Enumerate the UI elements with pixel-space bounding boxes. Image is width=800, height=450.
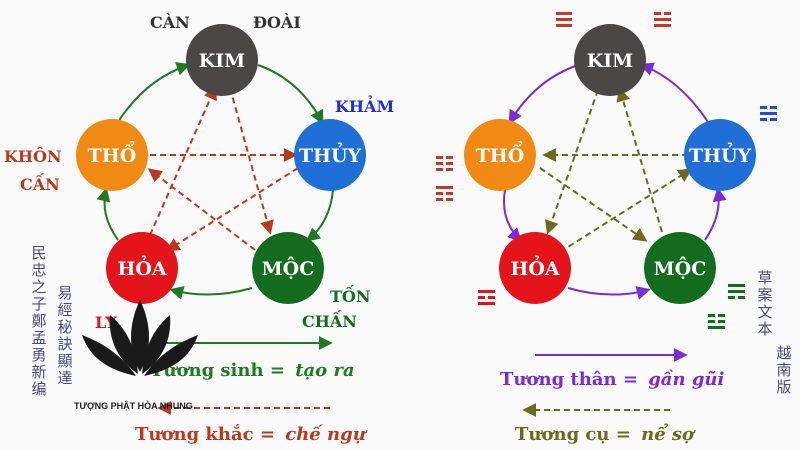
right-node-kim-circle xyxy=(574,24,646,96)
left-node-hoa-circle xyxy=(106,232,178,304)
trigram-icon-can xyxy=(436,186,453,201)
right-node-tho-circle xyxy=(464,119,536,191)
vertical-text-col5: 越南版 xyxy=(776,344,792,396)
vertical-text-col1: 民忠之子鄭 xyxy=(31,244,47,330)
right-node-kim-label: KIM xyxy=(587,50,633,72)
legend-khac-meaning: chế ngự xyxy=(285,423,367,445)
label-kham: KHẢM xyxy=(335,93,394,116)
right-node-hoa-label: HỎA xyxy=(510,254,560,280)
right-node-hoa-circle xyxy=(499,232,571,304)
arrow-r-kim-to-tho xyxy=(508,64,579,125)
arrow-r-tho-to-moc xyxy=(539,167,648,242)
right-cu-cycle xyxy=(539,87,693,253)
trigram-icon-khon xyxy=(436,156,453,171)
right-legend: Tương thân = gần gũi Tương cụ = nể sợ xyxy=(500,348,724,445)
trigram-icon-chan xyxy=(708,314,725,329)
arrow-r-hoa-to-moc xyxy=(567,286,651,300)
right-node-moc: MỘC xyxy=(644,232,716,304)
arrow-r-kim-to-hoa xyxy=(545,89,599,235)
lotus-logo xyxy=(82,300,198,376)
label-chan: CHẤN xyxy=(302,309,357,331)
arrow-r-moc-to-thuy xyxy=(704,187,727,241)
right-node-moc-label: MỘC xyxy=(654,256,707,280)
arrow-moc-to-tho xyxy=(147,168,256,251)
trigram-icon-doai xyxy=(654,12,671,27)
arrow-r-thuy-to-kim xyxy=(639,62,709,123)
left-node-tho-circle xyxy=(76,119,148,191)
trigram-icons xyxy=(436,12,777,329)
arrow-hoa-to-kim xyxy=(149,85,217,236)
right-than-cycle xyxy=(503,62,727,300)
label-can2: CẤN xyxy=(20,172,60,194)
right-node-thuy-circle xyxy=(684,119,756,191)
legend-sinh: Tương sinh = tạo ra xyxy=(150,360,355,381)
trigram-icon-ly xyxy=(478,290,495,305)
legend-cu-meaning: nể sợ xyxy=(641,421,696,445)
right-node-thuy: THỦY xyxy=(684,119,756,191)
legend-cu-term: Tương cụ = xyxy=(515,424,631,445)
vertical-text-col3: 易經秘訣顯達 xyxy=(57,284,73,387)
arrow-thuy-to-hoa xyxy=(165,167,299,252)
left-node-moc-label: MỘC xyxy=(262,256,315,280)
label-doai: ĐOÀI xyxy=(253,12,301,32)
arrow-r-hoa-to-thuy xyxy=(559,168,693,253)
legend-cu: Tương cụ = nể sợ xyxy=(515,421,696,445)
arrow-r-tho-to-hoa xyxy=(503,189,522,242)
left-sinh-cycle xyxy=(96,62,334,300)
left-node-tho: THỔ xyxy=(76,119,148,191)
right-node-thuy-label: THỦY xyxy=(689,141,752,167)
trigram-icon-ton xyxy=(728,284,745,299)
trigram-icon-kham xyxy=(760,106,777,121)
left-khac-cycle xyxy=(147,85,299,252)
right-node-tho-label: THỔ xyxy=(476,140,525,167)
right-node-moc-circle xyxy=(644,232,716,304)
arrow-r-moc-to-kim xyxy=(616,87,663,233)
arrow-kim-to-thuy xyxy=(257,64,324,125)
left-trigram-labels: CÀN ĐOÀI KHẢM KHÔN CẤN TỐN CHẤN LY xyxy=(4,12,394,332)
arrow-hoa-to-tho xyxy=(96,187,119,241)
legend-than-meaning: gần gũi xyxy=(648,368,724,390)
left-node-kim: KIM xyxy=(186,24,258,96)
left-node-moc-circle xyxy=(252,232,324,304)
right-node-kim: KIM xyxy=(574,24,646,96)
left-node-kim-circle xyxy=(186,24,258,96)
left-node-thuy-circle xyxy=(294,119,366,191)
right-node-hoa: HỎA xyxy=(499,232,571,304)
left-node-hoa-label: HỎA xyxy=(117,254,167,280)
trigram-icon-kien xyxy=(556,12,572,27)
right-nodes: KIM THỦY MỘC HỎA THỔ xyxy=(464,24,756,304)
left-node-kim-label: KIM xyxy=(199,50,245,72)
left-node-thuy-label: THỦY xyxy=(299,141,362,167)
left-node-moc: MỘC xyxy=(252,232,324,304)
vertical-text-col2: 孟勇新编 xyxy=(31,329,47,398)
watermark-text: TƯỢNG PHẬT HÒA NHUNG xyxy=(74,400,193,411)
label-khon: KHÔN xyxy=(4,146,62,166)
arrow-tho-to-kim xyxy=(117,62,191,123)
legend-than: Tương thân = gần gũi xyxy=(500,368,724,390)
right-node-tho: THỔ xyxy=(464,119,536,191)
arrow-moc-to-hoa xyxy=(169,286,253,300)
legend-khac-term: Tương khắc = xyxy=(135,423,275,445)
vertical-text-col4: 草案文本 xyxy=(757,269,773,338)
label-ton: TỐN xyxy=(330,284,370,306)
label-can: CÀN xyxy=(150,12,190,32)
arrow-kim-to-moc xyxy=(229,87,274,235)
arrow-thuy-to-moc xyxy=(305,189,334,242)
legend-khac: Tương khắc = chế ngự xyxy=(135,423,368,445)
left-node-thuy: THỦY xyxy=(294,119,366,191)
legend-than-term: Tương thân = xyxy=(500,369,638,390)
legend-sinh-term: Tương sinh = xyxy=(150,360,285,381)
left-node-hoa: HỎA xyxy=(106,232,178,304)
left-node-tho-label: THỔ xyxy=(88,140,137,167)
left-nodes: KIM THỦY MỘC HỎA THỔ xyxy=(76,24,366,304)
legend-sinh-meaning: tạo ra xyxy=(295,360,354,381)
